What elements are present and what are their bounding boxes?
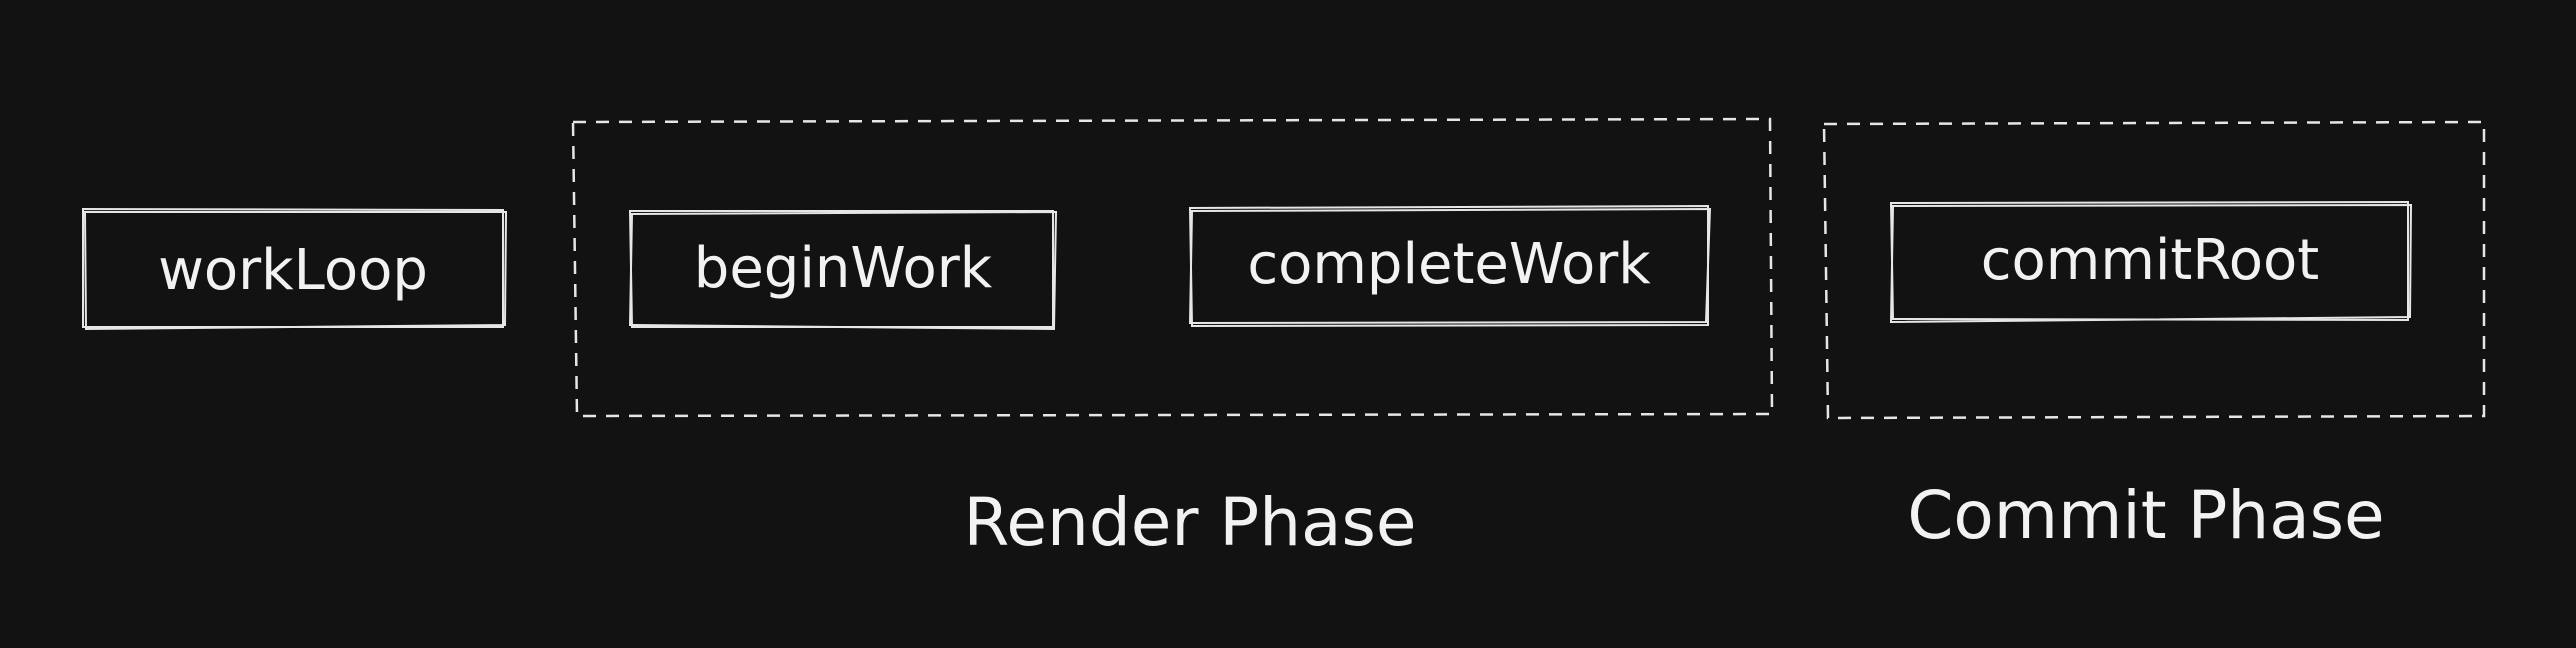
begin-work-label: beginWork bbox=[694, 236, 993, 301]
commit-phase-label: Commit Phase bbox=[1907, 477, 2384, 554]
commit-root-node: commitRoot bbox=[1889, 200, 2413, 324]
commit-phase-group: Commit Phase bbox=[1822, 120, 2486, 554]
complete-work-label: completeWork bbox=[1247, 232, 1651, 297]
work-loop-node: workLoop bbox=[82, 207, 508, 331]
commit-root-label: commitRoot bbox=[1981, 228, 2320, 293]
commit-phase-border bbox=[1822, 120, 2486, 420]
render-phase-border bbox=[571, 117, 1774, 418]
render-phase-label: Render Phase bbox=[963, 484, 1416, 561]
render-phase-group: Render Phase bbox=[571, 117, 1774, 561]
complete-work-node: completeWork bbox=[1188, 204, 1712, 328]
begin-work-node: beginWork bbox=[628, 210, 1058, 331]
work-loop-label: workLoop bbox=[158, 238, 428, 303]
